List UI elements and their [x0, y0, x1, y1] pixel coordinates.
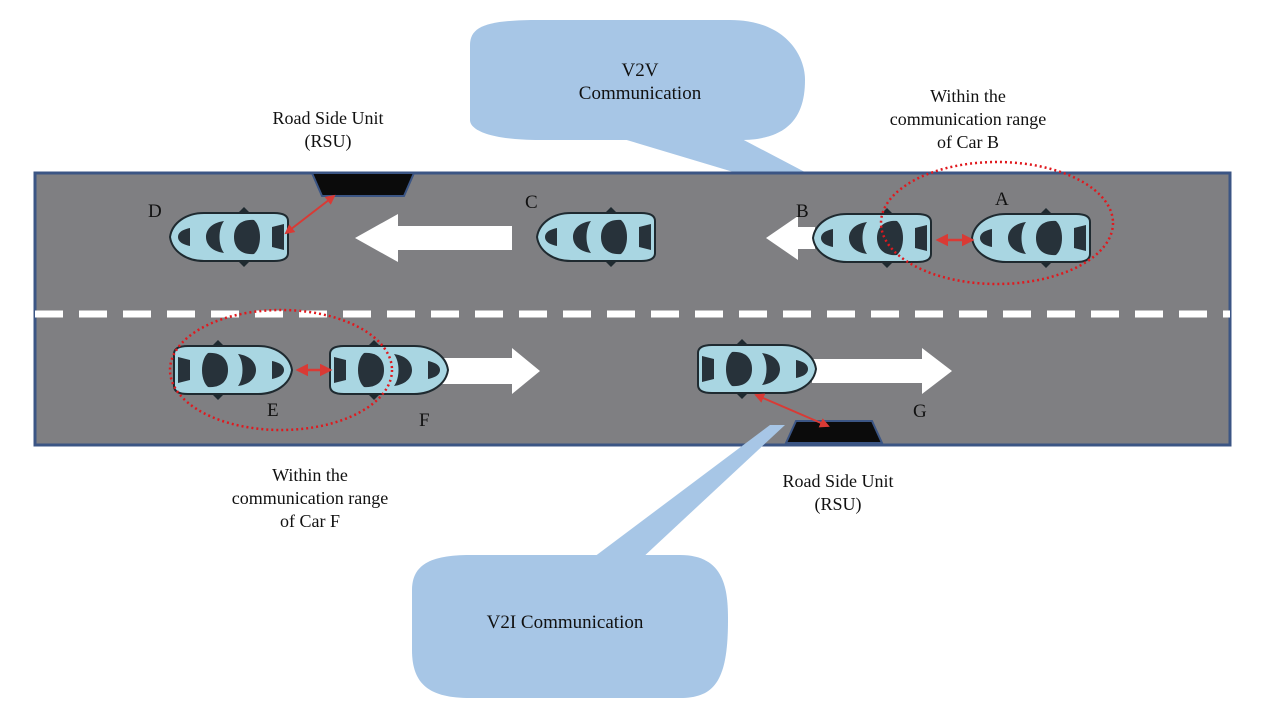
car-icon-a — [971, 207, 1091, 269]
range-label-car-f: Within the communication range of Car F — [231, 465, 389, 531]
arrow-icon-left-lane-2 — [766, 216, 815, 260]
car-icon-e — [173, 339, 293, 401]
v2v-callout-text: V2V Communication — [578, 60, 702, 104]
rsu-bottom-label: Road Side Unit (RSU) — [782, 471, 894, 514]
arrow-icon-right-lane-1 — [440, 348, 540, 394]
rsu-icon-top — [310, 172, 416, 197]
link-rsu-to-car-d — [284, 194, 336, 235]
range-label-car-b: Within the communication range of Car B — [889, 86, 1047, 152]
car-label-b: B — [796, 201, 809, 222]
arrow-icon-right-lane-2 — [812, 348, 952, 394]
car-label-a: A — [995, 189, 1009, 210]
car-label-d: D — [148, 201, 162, 222]
arrow-icon-left-lane-1 — [355, 214, 512, 262]
link-car-g-to-rsu — [754, 393, 830, 428]
car-label-f: F — [419, 410, 430, 431]
car-label-e: E — [267, 400, 279, 421]
car-icon-d — [169, 206, 289, 268]
v2i-callout-text: V2I Communication — [486, 612, 644, 633]
car-icon-g — [697, 338, 817, 400]
car-label-c: C — [525, 192, 538, 213]
car-icon-f — [329, 339, 449, 401]
range-circle-car-f — [168, 308, 394, 432]
car-icon-c — [536, 206, 656, 268]
car-label-g: G — [913, 401, 927, 422]
range-circle-car-b — [879, 160, 1115, 286]
rsu-top-label: Road Side Unit (RSU) — [272, 108, 384, 151]
rsu-icon-bottom — [784, 420, 884, 444]
car-icon-b — [812, 207, 932, 269]
v2i-callout — [412, 425, 785, 698]
